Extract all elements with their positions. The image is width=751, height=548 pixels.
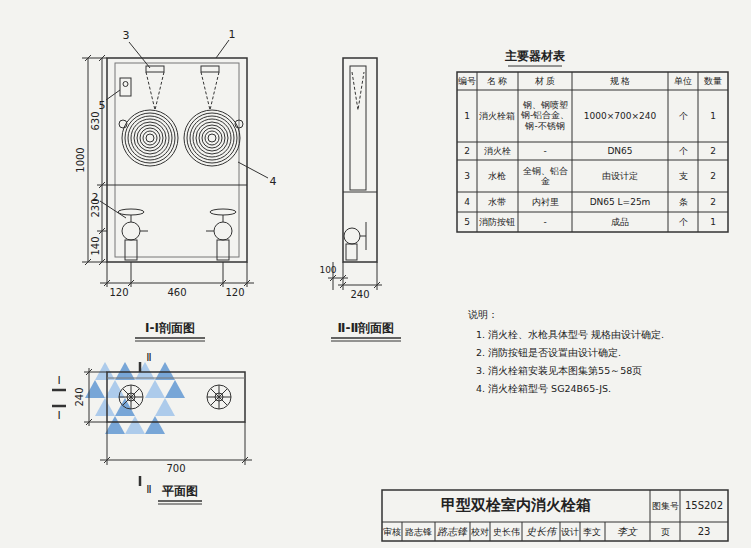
title-block-text: 图集号 bbox=[652, 501, 679, 511]
callout-number: 4 bbox=[270, 176, 277, 189]
table-header: 数量 bbox=[704, 76, 722, 86]
table-cell: 个 bbox=[669, 146, 697, 156]
title-block-text: 史长伟 bbox=[493, 527, 520, 537]
title-block-text: 页 bbox=[661, 527, 670, 537]
dimension-text: 120 bbox=[225, 287, 244, 299]
dimension-text: 460 bbox=[167, 287, 186, 299]
table-cell: 4 bbox=[458, 197, 476, 207]
signature: 史长伟 bbox=[526, 526, 556, 538]
section-mark: Ⅰ bbox=[57, 410, 60, 423]
note-text: 4. 消火栓箱型号 SG24B65-JS. bbox=[476, 384, 611, 395]
table-cell: DN65 L=25m bbox=[574, 197, 666, 207]
title-block-text: 15S202 bbox=[685, 500, 723, 512]
view-caption: Ⅱ-Ⅱ剖面图 bbox=[338, 322, 395, 336]
dimension-text: 240 bbox=[350, 289, 369, 301]
title-block-text: 23 bbox=[698, 526, 711, 538]
table-cell: 消火栓箱 bbox=[478, 111, 516, 121]
title-block-text: 李文 bbox=[583, 527, 601, 537]
table-cell: 水带 bbox=[478, 197, 516, 207]
table-cell: 消火栓 bbox=[478, 146, 516, 156]
callout-number: 5 bbox=[99, 100, 106, 113]
table-cell: 条 bbox=[669, 197, 697, 207]
table-cell: 支 bbox=[669, 171, 697, 181]
table-cell: 5 bbox=[458, 217, 476, 227]
signature: 李文 bbox=[617, 526, 637, 538]
title-block-text: 设计 bbox=[561, 527, 579, 537]
title-block-text: 路志锋 bbox=[405, 527, 432, 537]
callout-number: 1 bbox=[229, 29, 236, 42]
table-cell: 2 bbox=[458, 146, 476, 156]
table-header: 编号 bbox=[458, 76, 476, 86]
table-cell: 1000×700×240 bbox=[574, 111, 666, 121]
table-cell: 钢、钢喷塑 钢-铝合金、钢-不锈钢 bbox=[520, 100, 570, 131]
table-cell: - bbox=[520, 217, 570, 227]
view-caption: 平面图 bbox=[162, 485, 198, 499]
dimension-text: 140 bbox=[90, 236, 102, 255]
table-cell: 个 bbox=[669, 111, 697, 121]
dimension-text: 630 bbox=[90, 111, 102, 130]
table-cell: 个 bbox=[669, 217, 697, 227]
table-header: 单位 bbox=[674, 76, 692, 86]
table-cell: - bbox=[520, 146, 570, 156]
table-cell: 2 bbox=[699, 171, 727, 181]
table-cell: 内衬里 bbox=[520, 197, 570, 207]
signature: 路志锋 bbox=[437, 526, 467, 538]
dimension-text: 230 bbox=[90, 198, 102, 217]
callout-number: 3 bbox=[123, 30, 130, 43]
table-cell: 2 bbox=[699, 146, 727, 156]
note-text: 3. 消火栓箱安装见本图集第55～58页 bbox=[476, 366, 642, 377]
table-cell: 3 bbox=[458, 171, 476, 181]
section-mark: Ⅱ bbox=[146, 484, 151, 497]
note-text: 2. 消防按钮是否设置由设计确定. bbox=[476, 348, 621, 359]
drawing-title: 甲型双栓室内消火栓箱 bbox=[441, 497, 591, 514]
table-cell: 1 bbox=[699, 217, 727, 227]
dimension-text: 1000 bbox=[75, 147, 87, 172]
table-cell: 成品 bbox=[574, 217, 666, 227]
title-block-text: 校对 bbox=[471, 527, 489, 537]
table-cell: 水枪 bbox=[478, 171, 516, 181]
table-cell: 1 bbox=[458, 111, 476, 121]
note-text: 1. 消火栓、水枪具体型号 规格由设计确定. bbox=[476, 330, 664, 341]
view-caption: Ⅰ-Ⅰ剖面图 bbox=[145, 322, 195, 336]
dimension-text: 120 bbox=[109, 287, 128, 299]
note-text: 说明： bbox=[468, 309, 498, 321]
dimension-text: 700 bbox=[166, 463, 185, 475]
table-header: 名 称 bbox=[487, 76, 508, 86]
table-cell: 由设计定 bbox=[574, 171, 666, 181]
table-header: 规 格 bbox=[610, 76, 631, 86]
title-block-text: 审核 bbox=[383, 527, 401, 537]
section-mark: Ⅱ bbox=[146, 352, 151, 365]
table-cell: 2 bbox=[699, 197, 727, 207]
dimension-text: 100 bbox=[319, 265, 336, 275]
table-cell: 全铜、铝合金 bbox=[520, 166, 570, 187]
section-mark: Ⅰ bbox=[57, 375, 60, 388]
dimension-text: 240 bbox=[74, 387, 86, 406]
table-title: 主要器材表 bbox=[505, 50, 565, 64]
table-header: 材 质 bbox=[535, 76, 556, 86]
table-cell: DN65 bbox=[574, 146, 666, 156]
table-cell: 1 bbox=[699, 111, 727, 121]
table-cell: 消防按钮 bbox=[478, 217, 516, 227]
